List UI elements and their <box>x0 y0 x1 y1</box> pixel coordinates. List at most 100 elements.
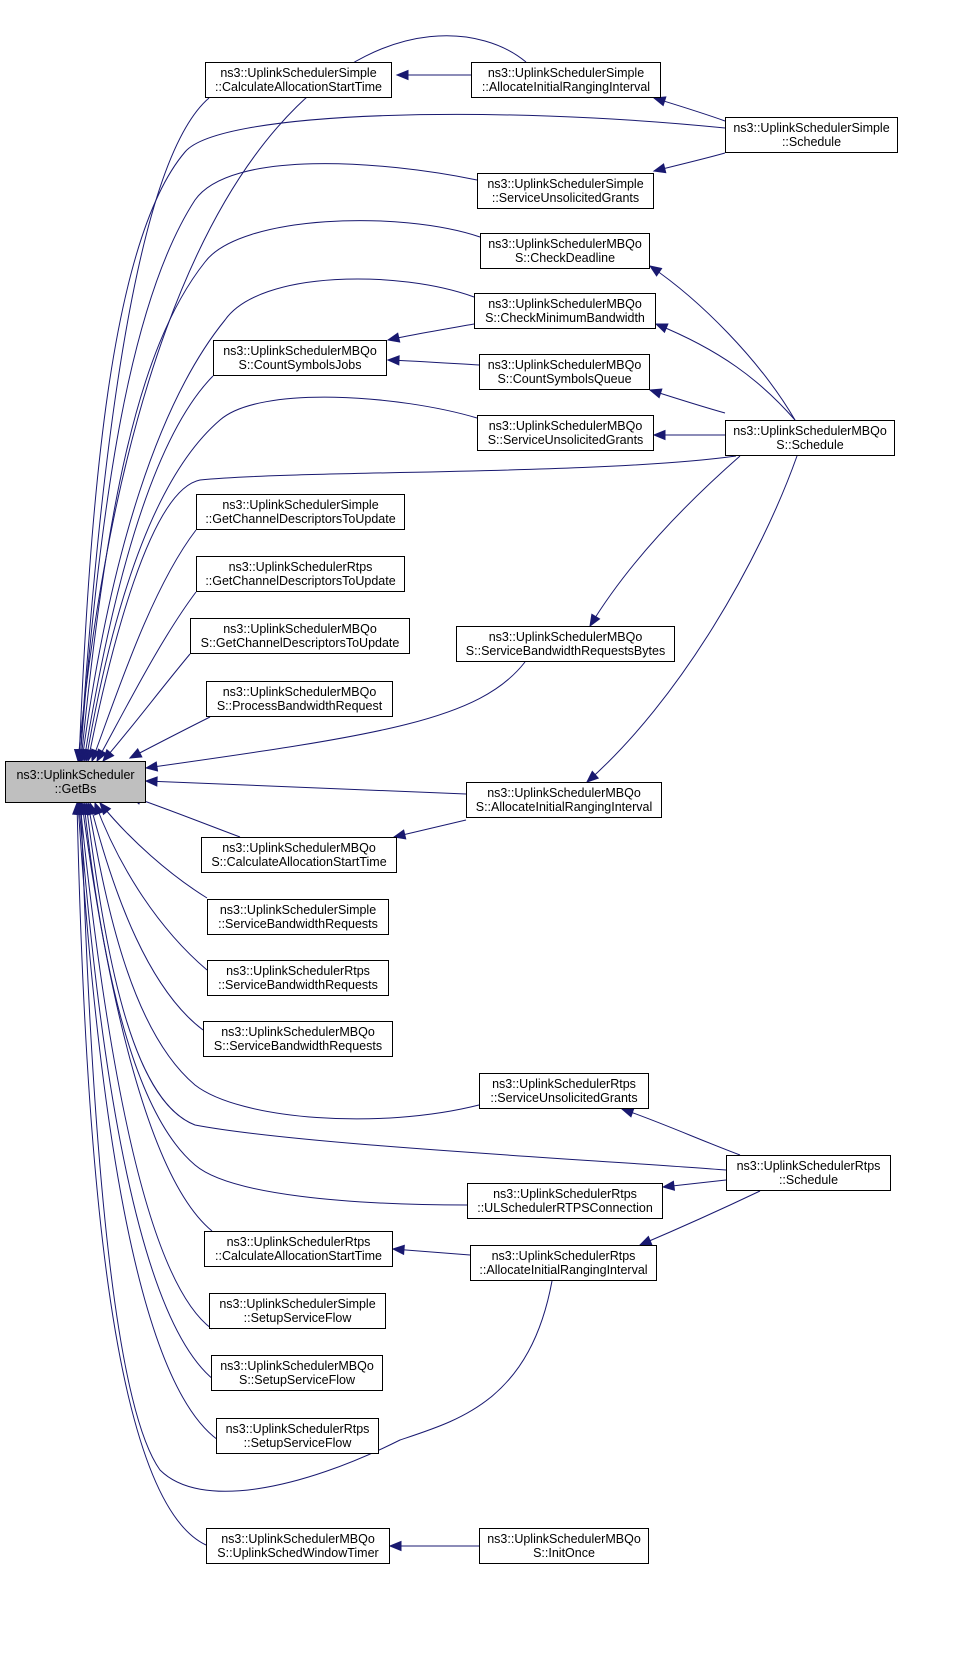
edge-r_sched-to-getbs <box>85 802 727 1171</box>
node-label: ns3::UplinkSchedulerMBQo <box>220 1359 374 1373</box>
node-label: ns3::UplinkSchedulerRtps <box>228 560 373 574</box>
node-label: ns3::UplinkSchedulerMBQo <box>733 424 887 438</box>
node-label: ns3::UplinkSchedulerRtps <box>226 1235 371 1249</box>
arrowhead <box>388 1540 402 1552</box>
node-label: ns3::UplinkSchedulerMBQo <box>222 841 376 855</box>
edge-m_sched-to-m_csq <box>649 389 726 414</box>
node-label: ns3::UplinkSchedulerMBQo <box>223 344 377 358</box>
node-label: ns3::UplinkSchedulerRtps <box>226 964 370 978</box>
node-r_sbr[interactable]: ns3::UplinkSchedulerRtps::ServiceBandwid… <box>207 960 389 996</box>
node-s_setup[interactable]: ns3::UplinkSchedulerSimple::SetupService… <box>209 1293 386 1329</box>
node-s_sched[interactable]: ns3::UplinkSchedulerSimple::Schedule <box>725 117 898 153</box>
edge-r_sbr-to-getbs <box>94 802 208 971</box>
node-label: ::SetupServiceFlow <box>243 1311 352 1325</box>
node-label: ::ServiceUnsolicitedGrants <box>491 191 640 205</box>
node-label: S::ProcessBandwidthRequest <box>216 699 383 713</box>
arrowhead <box>652 96 667 107</box>
edge-m_sched-to-m_sbrb <box>589 455 741 627</box>
edge-s_calc-to-getbs <box>79 97 210 762</box>
edge-m_sbr-to-getbs <box>89 802 204 1031</box>
node-label: S::UplinkSchedWindowTimer <box>217 1546 379 1560</box>
node-label: ::AllocateInitialRangingInterval <box>481 80 651 94</box>
node-label: ::AllocateInitialRangingInterval <box>479 1263 648 1277</box>
node-label: ns3::UplinkSchedulerMBQo <box>487 786 641 800</box>
node-label: ns3::UplinkSchedulerMBQo <box>222 685 377 699</box>
edge-m_sched-to-getbs <box>87 455 737 762</box>
edge-m_chan-to-getbs <box>102 653 191 762</box>
node-label: ::Schedule <box>778 1173 839 1187</box>
node-label: ns3::UplinkSchedulerSimple <box>219 1297 376 1311</box>
node-label: ns3::UplinkSchedulerSimple <box>487 66 645 80</box>
node-label: ns3::UplinkSchedulerMBQo <box>221 1532 375 1546</box>
arrowhead <box>586 770 600 783</box>
node-label: ::CalculateAllocationStartTime <box>215 80 382 94</box>
arrowhead <box>638 1235 653 1246</box>
node-s_calc[interactable]: ns3::UplinkSchedulerSimple::CalculateAll… <box>205 62 392 98</box>
node-s_sbr[interactable]: ns3::UplinkSchedulerSimple::ServiceBandw… <box>207 899 389 935</box>
node-s_alloc[interactable]: ns3::UplinkSchedulerSimple::AllocateInit… <box>471 62 661 98</box>
edge-r_sched-to-r_unsol <box>621 1108 741 1156</box>
node-r_chan[interactable]: ns3::UplinkSchedulerRtps::GetChannelDesc… <box>196 556 405 592</box>
edge-m_minbw-to-getbs <box>81 278 475 762</box>
edge-m_pbr-to-getbs <box>129 716 211 759</box>
node-label: ns3::UplinkSchedulerMBQo <box>223 622 377 636</box>
node-r_alloc[interactable]: ns3::UplinkSchedulerRtps::AllocateInitia… <box>470 1245 657 1281</box>
arrowhead <box>654 323 669 334</box>
node-label: ::Schedule <box>781 135 842 149</box>
arrowhead <box>589 613 601 628</box>
edge-s_unsol-to-getbs <box>79 163 478 762</box>
edge-m_sched-to-m_alloc <box>586 455 798 783</box>
edge-m_alloc-to-getbs <box>145 780 467 795</box>
node-label: ns3::UplinkSchedulerSimple <box>733 121 890 135</box>
node-label: S::CountSymbolsQueue <box>497 372 632 386</box>
arrowhead <box>652 429 666 441</box>
arrowhead <box>102 748 115 762</box>
node-label: ::GetChannelDescriptorsToUpdate <box>205 512 396 526</box>
node-label: S::SetupServiceFlow <box>238 1373 356 1387</box>
node-s_unsol[interactable]: ns3::UplinkSchedulerSimple::ServiceUnsol… <box>477 173 654 209</box>
edge-m_minbw-to-m_csj <box>387 323 475 341</box>
edge-m_csj-to-getbs <box>83 375 214 762</box>
node-label: S::InitOnce <box>533 1546 595 1560</box>
node-label: ns3::UplinkSchedulerMBQo <box>487 358 642 372</box>
node-label: ns3::UplinkSchedulerSimple <box>487 177 644 191</box>
edge-m_calc-to-getbs <box>129 795 241 838</box>
node-label: ns3::UplinkSchedulerSimple <box>220 66 377 80</box>
node-label: ::ServiceUnsolicitedGrants <box>490 1091 638 1105</box>
node-s_chan[interactable]: ns3::UplinkSchedulerSimple::GetChannelDe… <box>196 494 405 530</box>
arrowhead <box>386 355 400 366</box>
edge-m_sched-to-m_dead <box>649 265 796 421</box>
node-label: ::CalculateAllocationStartTime <box>215 1249 382 1263</box>
arrowhead <box>128 748 143 759</box>
node-r_setup[interactable]: ns3::UplinkSchedulerRtps::SetupServiceFl… <box>216 1418 379 1454</box>
node-label: ns3::UplinkSchedulerMBQo <box>488 419 643 433</box>
node-r_unsol[interactable]: ns3::UplinkSchedulerRtps::ServiceUnsolic… <box>479 1073 649 1109</box>
node-label: S::ServiceBandwidthRequests <box>213 1039 383 1053</box>
node-r_sched[interactable]: ns3::UplinkSchedulerRtps::Schedule <box>726 1155 891 1191</box>
edge-r_calc-to-getbs <box>81 802 213 1232</box>
node-r_ulrtps[interactable]: ns3::UplinkSchedulerRtps::ULSchedulerRTP… <box>467 1183 663 1219</box>
arrowhead <box>392 829 407 840</box>
arrowhead <box>391 1244 405 1256</box>
node-r_calc[interactable]: ns3::UplinkSchedulerRtps::CalculateAlloc… <box>204 1231 393 1267</box>
arrowhead <box>144 776 158 787</box>
edge-s_sbr-to-getbs <box>99 802 208 899</box>
edge-s_chan-to-getbs <box>91 529 197 762</box>
edge-m_uswt-to-getbs <box>76 802 207 1546</box>
